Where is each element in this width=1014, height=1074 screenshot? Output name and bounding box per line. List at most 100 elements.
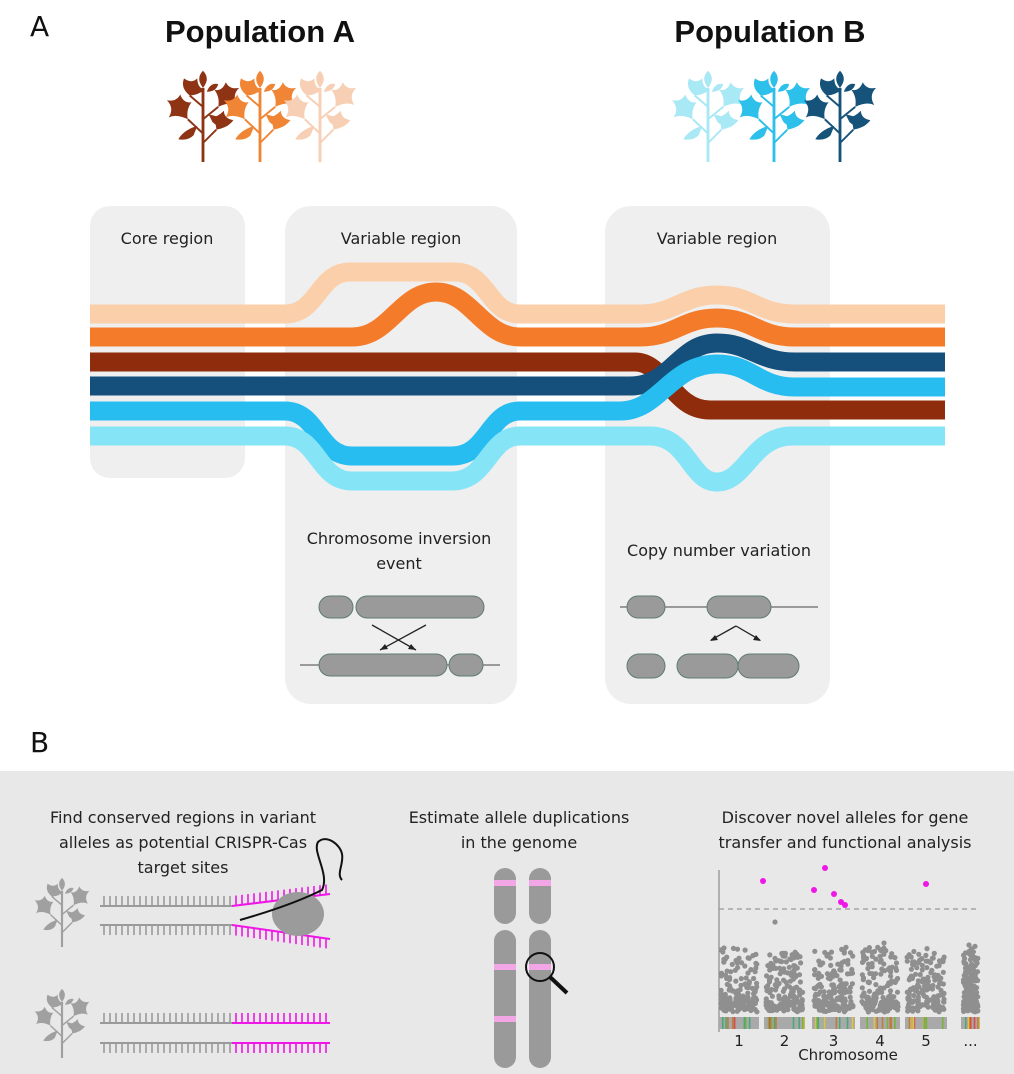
chromosome-stripe xyxy=(973,1017,976,1029)
manhattan-point xyxy=(739,998,745,1004)
crispr-caption-line-3: target sites xyxy=(138,858,229,877)
manhattan-point xyxy=(845,961,851,967)
manhattan-point xyxy=(861,954,868,960)
plant-icon xyxy=(802,69,878,164)
chromosome-stripe xyxy=(725,1017,727,1029)
chromosome-stripe xyxy=(873,1017,876,1029)
chromosome-stripe xyxy=(748,1017,751,1029)
manhattan-point xyxy=(841,950,847,956)
manhattan-point xyxy=(912,971,919,977)
manhattan-point xyxy=(817,989,823,995)
chromosome-stripe xyxy=(722,1017,724,1029)
manhattan-point xyxy=(719,970,725,976)
manhattan-point xyxy=(936,963,942,969)
manhattan-point xyxy=(962,955,968,962)
haplotype-band-2 xyxy=(90,282,945,347)
manhattan-point xyxy=(796,972,803,978)
manhattan-point xyxy=(830,1001,836,1008)
manhattan-point xyxy=(844,971,851,977)
manhattan-point xyxy=(931,950,937,957)
manhattan-point xyxy=(924,946,930,952)
manhattan-point xyxy=(721,996,727,1002)
manhattan-point xyxy=(822,1001,828,1008)
manhattan-point xyxy=(732,967,738,973)
manhattan-point xyxy=(744,1004,750,1010)
manhattan-point xyxy=(869,949,875,955)
manhattan-point xyxy=(967,999,973,1006)
chromosome-stripe xyxy=(894,1017,896,1029)
manhattan-point xyxy=(821,989,827,995)
inversion-caption-line-2: event xyxy=(376,554,422,573)
manhattan-point xyxy=(911,959,917,965)
manhattan-point xyxy=(878,971,884,977)
manhattan-point xyxy=(811,985,817,991)
manhattan-point xyxy=(724,968,730,974)
plant-icon xyxy=(222,69,298,164)
manhattan-point xyxy=(881,1007,887,1013)
chromosome-stripe xyxy=(977,1017,979,1029)
variable-region-label-2: Variable region xyxy=(657,229,777,248)
manhattan-tick-label: 2 xyxy=(780,1032,790,1050)
manhattan-point xyxy=(894,976,900,983)
plant-icon xyxy=(670,69,746,164)
manhattan-point xyxy=(735,988,741,994)
manhattan-point xyxy=(738,976,744,982)
haplotype-band-6 xyxy=(90,426,945,492)
manhattan-point xyxy=(828,962,834,969)
chromosome-bar xyxy=(860,1017,900,1029)
manhattan-point xyxy=(812,998,818,1004)
manhattan-point xyxy=(860,977,866,983)
inversion-caption-line-1: Chromosome inversion xyxy=(307,529,492,548)
manhattan-point xyxy=(961,994,967,1000)
manhattan-point xyxy=(780,988,787,995)
chromosome-stripe xyxy=(909,1017,912,1029)
manhattan-point xyxy=(770,962,776,968)
manhattan-point xyxy=(824,953,830,959)
manhattan-point xyxy=(753,965,759,971)
manhattan-point xyxy=(974,960,980,966)
manhattan-point xyxy=(786,964,792,970)
discovery-caption-line-2: transfer and functional analysis xyxy=(719,833,972,852)
manhattan-point xyxy=(821,1008,828,1014)
manhattan-point xyxy=(825,975,832,981)
chromosome-stripe xyxy=(925,1017,928,1029)
manhattan-point xyxy=(837,977,843,983)
chromosome-stripe xyxy=(866,1017,868,1029)
manhattan-point xyxy=(772,982,778,988)
manhattan-point xyxy=(792,973,798,980)
manhattan-point xyxy=(965,1005,971,1011)
manhattan-point xyxy=(816,958,822,964)
manhattan-point xyxy=(970,974,976,980)
haplotype-band-5 xyxy=(90,354,945,466)
manhattan-point xyxy=(895,1004,901,1010)
manhattan-point xyxy=(816,982,822,988)
manhattan-point xyxy=(738,960,745,966)
manhattan-point xyxy=(777,971,783,977)
chromosome-stripe xyxy=(744,1017,747,1029)
manhattan-xlabel: Chromosome xyxy=(798,1046,898,1064)
manhattan-point xyxy=(843,944,849,950)
manhattan-point xyxy=(935,972,941,978)
manhattan-point xyxy=(914,985,920,991)
panel-a-letter: A xyxy=(30,10,49,43)
manhattan-point xyxy=(967,968,974,975)
chromosome-stripe xyxy=(815,1017,817,1029)
chromosome-stripe xyxy=(817,1017,820,1029)
manhattan-point xyxy=(923,980,929,986)
manhattan-point xyxy=(774,977,780,983)
manhattan-point xyxy=(966,942,972,948)
manhattan-point xyxy=(871,975,877,981)
chromosome-stripe xyxy=(846,1017,849,1029)
manhattan-point xyxy=(893,960,900,966)
manhattan-tick-label: 1 xyxy=(734,1032,744,1050)
manhattan-point xyxy=(963,971,969,978)
chromosome-stripe xyxy=(908,1017,911,1029)
manhattan-tick-label: 5 xyxy=(921,1032,931,1050)
manhattan-point xyxy=(911,992,917,999)
manhattan-point xyxy=(726,987,732,993)
manhattan-point xyxy=(830,990,836,996)
manhattan-point xyxy=(885,982,891,989)
manhattan-point xyxy=(962,965,969,971)
manhattan-point xyxy=(824,971,831,977)
